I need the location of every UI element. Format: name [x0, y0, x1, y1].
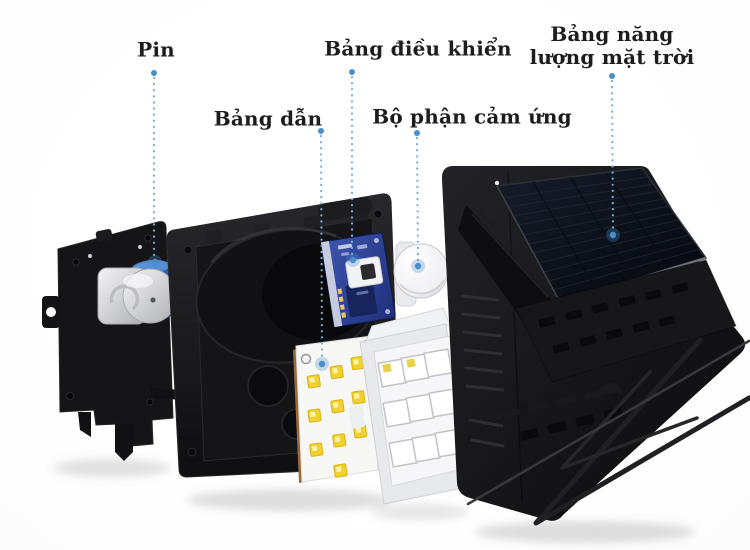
leader-line-bang-dieu-khien: [346, 69, 360, 267]
label-bo-phan-cam-ung: Bộ phận cảm ứng: [372, 104, 572, 129]
vent-tray: [515, 259, 737, 442]
control-board: [320, 232, 396, 328]
motion-sensor: [393, 241, 449, 307]
label-bang-dieu-khien: Bảng điều khiển: [324, 36, 512, 61]
solar-panel: [495, 167, 708, 304]
label-bang-nang-luong-mat-troi: Bảng năng lượng mặt trời: [529, 22, 695, 69]
label-pin: Pin: [137, 37, 175, 62]
leader-line-bang-dan: [315, 128, 329, 371]
side-grooves: [460, 294, 505, 448]
battery: [97, 259, 178, 325]
assembled-unit: [441, 166, 750, 526]
lens-frame: [348, 307, 469, 505]
floor-reflections: [54, 459, 695, 543]
leader-line-pin: [148, 70, 162, 269]
led-chips: [306, 356, 368, 478]
led-board: [293, 335, 379, 483]
leader-line-solar: [606, 73, 620, 242]
leader-lines: [148, 69, 620, 371]
leader-line-bo-phan-cam-ung: [411, 130, 425, 273]
label-bang-dan: Bảng dẫn: [213, 106, 323, 131]
battery-holder: [97, 267, 178, 325]
mounting-stakes: [466, 337, 750, 526]
